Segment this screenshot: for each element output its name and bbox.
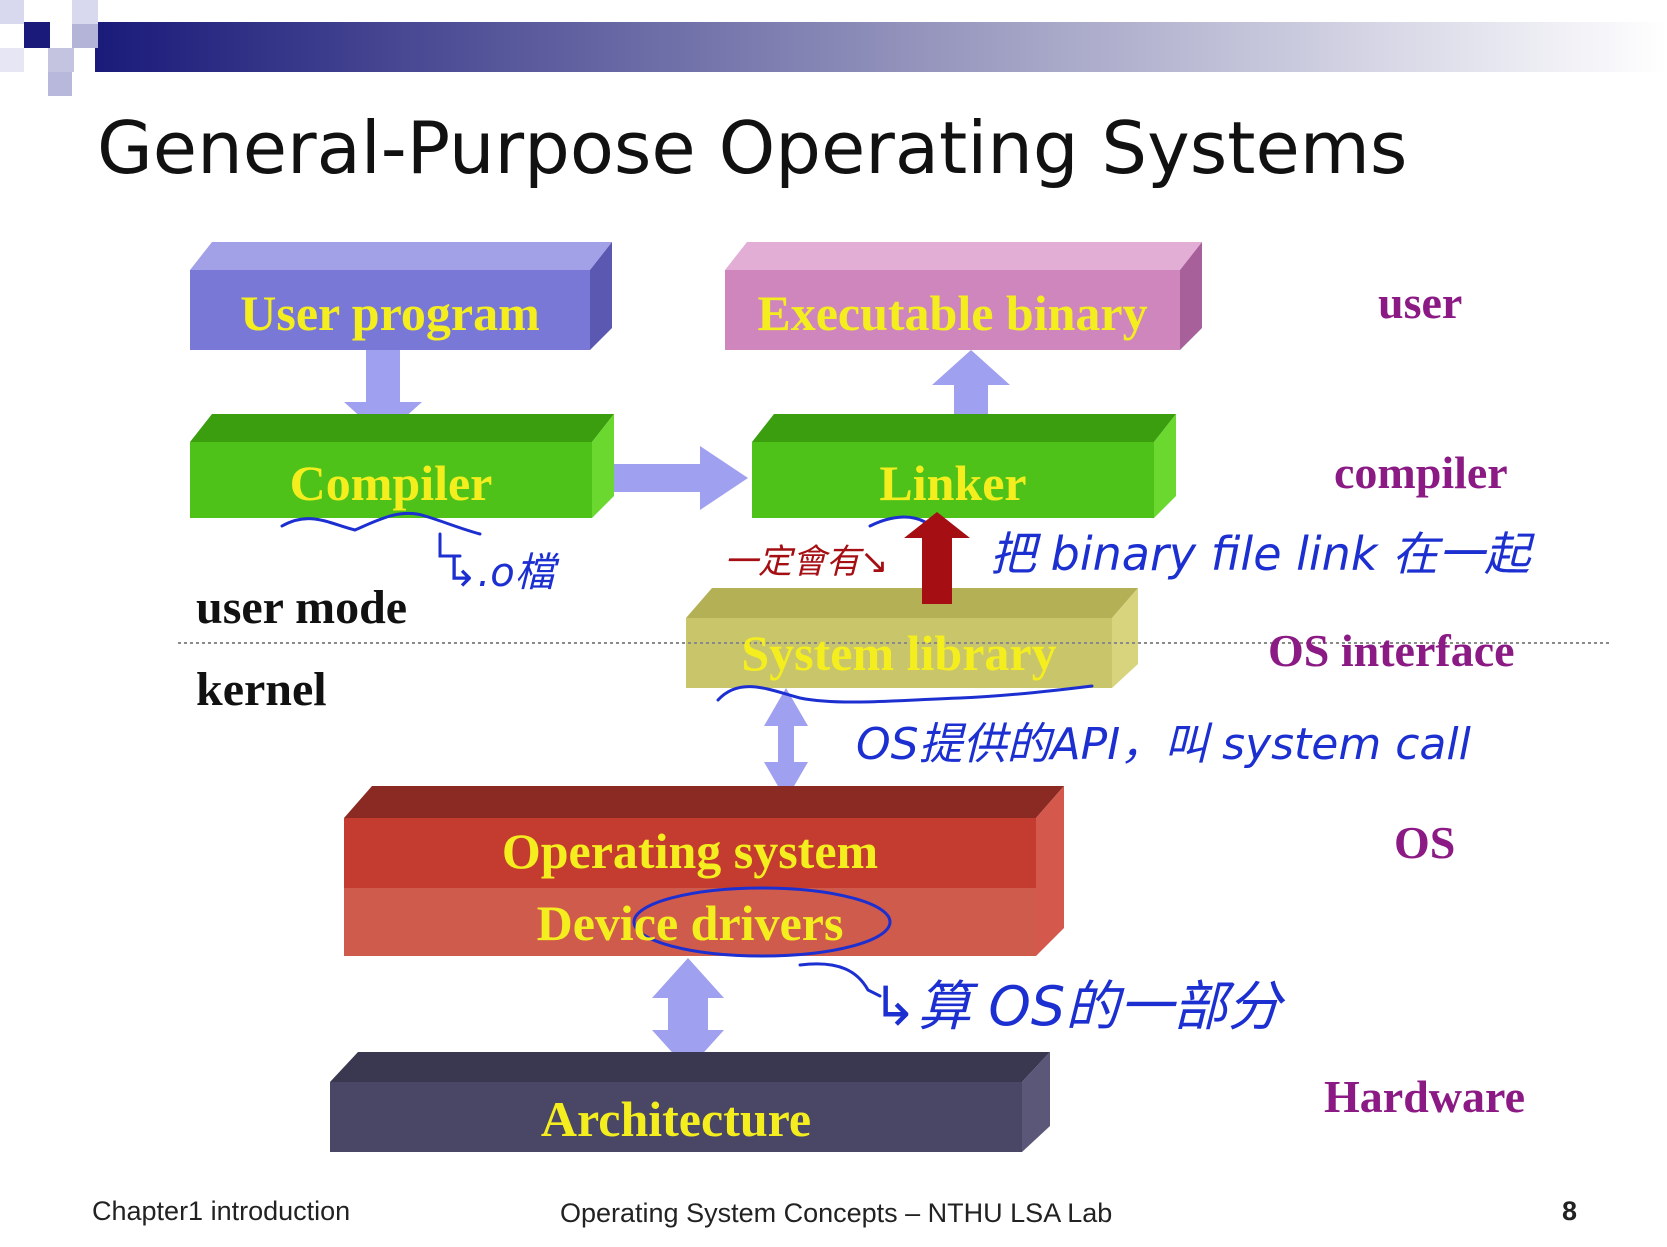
device-drivers-annotation: ↳算 OS的一部分	[872, 975, 1282, 1038]
linker-label: Linker	[879, 455, 1027, 511]
system-library-box	[686, 588, 1138, 688]
header-square	[0, 0, 24, 24]
footer-page-number: 8	[1562, 1196, 1578, 1226]
linker-box	[752, 414, 1176, 518]
device-drivers-label: Device drivers	[536, 895, 844, 951]
system-library-label: System library	[741, 625, 1057, 681]
architecture-label: Architecture	[540, 1091, 812, 1147]
header-gradient-bar	[95, 22, 1667, 72]
footer-chapter: Chapter1 introduction	[92, 1196, 351, 1226]
header-square	[48, 48, 74, 72]
header-square	[72, 0, 98, 24]
layer-label-user: user	[1378, 277, 1463, 328]
underline-linker	[868, 515, 927, 528]
arrows	[344, 350, 1010, 1070]
arrow-compiler-to-linker	[584, 446, 748, 510]
hook-device-drivers	[798, 962, 882, 998]
arrow-linker-to-executable	[932, 350, 1010, 432]
user-program-box	[190, 242, 612, 350]
user-program-label: User program	[240, 285, 540, 341]
page-title: General-Purpose Operating Systems	[97, 106, 1408, 190]
underline-system-library	[716, 684, 1094, 704]
compiler-label: Compiler	[289, 455, 493, 511]
executable-binary-label: Executable binary	[757, 285, 1148, 341]
header-square	[0, 48, 24, 72]
operating-system-label: Operating system	[501, 823, 879, 879]
handwritten-strokes	[280, 511, 1094, 998]
always-have-annotation: 一定會有↘	[724, 542, 889, 582]
red-marker-arrow	[904, 512, 970, 604]
header-square	[48, 72, 72, 96]
linker-annotation: 把 binary file link 在一起	[990, 527, 1531, 581]
arrow-drivers-architecture	[652, 958, 724, 1070]
user-mode-label: user mode	[196, 581, 408, 634]
compiler-annotation: ↳.o檔	[444, 550, 555, 596]
arrow-syslib-os	[764, 688, 808, 800]
layer-label-os-interface: OS interface	[1268, 625, 1515, 676]
system-call-annotation: OS提供的API，叫 system call	[856, 719, 1471, 770]
architecture-box	[330, 1052, 1050, 1152]
executable-binary-box	[725, 242, 1202, 350]
footer-course: Operating System Concepts – NTHU LSA Lab	[560, 1198, 1113, 1228]
header-square	[24, 22, 50, 48]
layer-label-compiler: compiler	[1334, 447, 1508, 498]
operating-system-box	[344, 786, 1064, 956]
underline-compiler	[280, 511, 482, 536]
kernel-mode-label: kernel	[196, 663, 327, 716]
circle-device-drivers	[632, 886, 892, 958]
compiler-box	[190, 414, 614, 518]
layer-label-hardware: Hardware	[1324, 1071, 1526, 1122]
layer-label-os: OS	[1394, 817, 1456, 868]
hook-compiler	[438, 532, 462, 558]
header-square	[72, 24, 98, 48]
